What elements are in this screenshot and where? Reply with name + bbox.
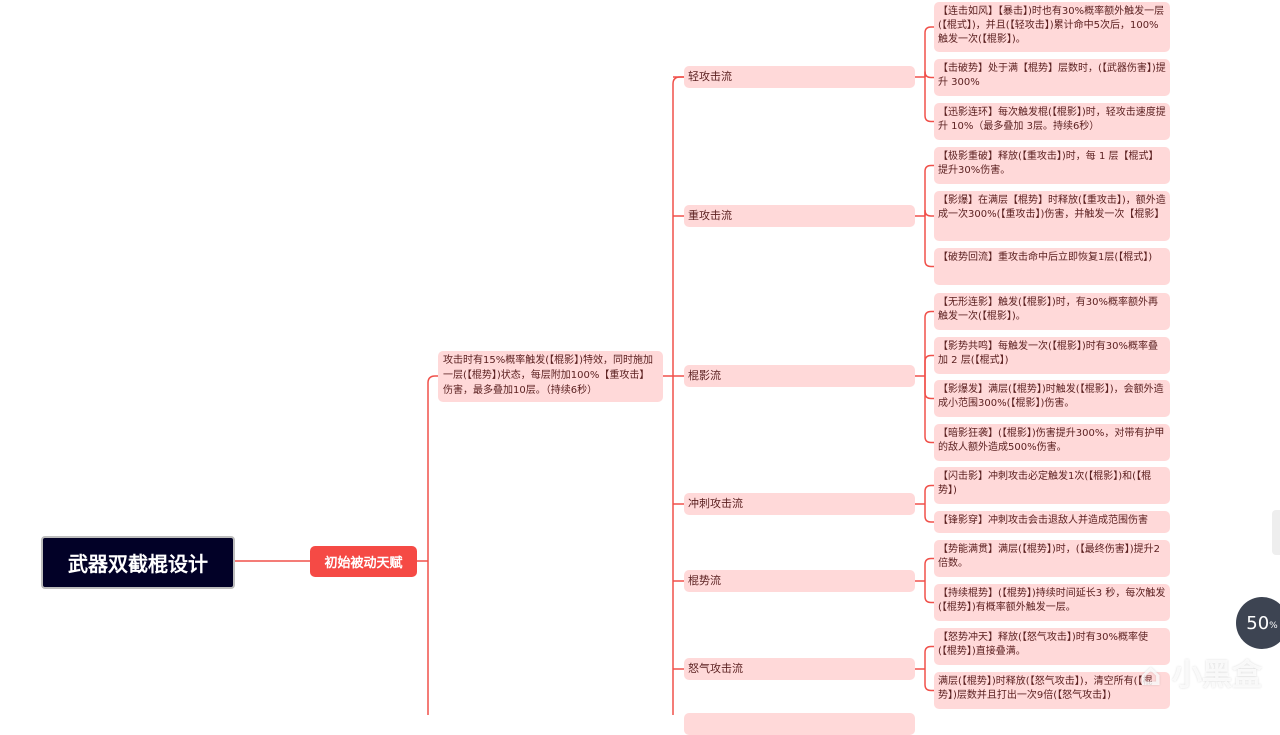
connector-line <box>924 71 934 79</box>
root-node[interactable]: 武器双截棍设计 <box>41 536 235 589</box>
leaf-node[interactable]: 【击破势】处于满【棍势】层数时，(【武器伤害】)提升 300% <box>934 59 1170 96</box>
branch-node[interactable]: 冲刺攻击流 <box>684 493 915 515</box>
connector-line <box>924 354 934 376</box>
connector-line <box>924 209 934 217</box>
leaf-node[interactable]: 【影爆发】满层(【棍势】)时触发(【棍影】)，会额外造成小范围300%(【棍影】… <box>934 380 1170 417</box>
connector-line <box>924 376 934 444</box>
branch-node[interactable]: 棍势流 <box>684 570 915 592</box>
connector-line <box>924 376 934 400</box>
connector-lines <box>235 26 934 715</box>
leaf-node[interactable]: 【迅影连环】每次触发棍(【棍影】)时，轻攻击速度提升 10%（最多叠加 3层。持… <box>934 103 1170 140</box>
zoom-indicator[interactable]: 50% <box>1236 597 1280 649</box>
branch-node[interactable]: 重攻击流 <box>684 205 915 227</box>
connector-line <box>924 310 934 376</box>
leaf-node[interactable]: 【暗影狂袭】(【棍影】)伤害提升300%，对带有护甲的敌人额外造成500%伤害。 <box>934 424 1170 461</box>
leaf-node[interactable]: 【影势共鸣】每触发一次(【棍影】)时有30%概率叠加 2 层(【棍式】) <box>934 337 1170 374</box>
leaf-node[interactable]: 满层(【棍势】)时释放(【怒气攻击】)，清空所有(【棍势】)层数并且打出一次9倍… <box>934 672 1170 709</box>
connector-line <box>672 76 684 715</box>
connector-line <box>924 581 934 604</box>
watermark-logo: ⌂ 小黑盒 <box>1140 658 1262 693</box>
connector-line <box>924 645 934 669</box>
connector-line <box>924 164 934 216</box>
leaf-node[interactable]: 【闪击影】冲刺攻击必定触发1次(【棍影】)和(【棍势】) <box>934 467 1170 504</box>
leaf-node[interactable]: 【无形连影】触发(【棍影】)时，有30%概率额外再触发一次(【棍影】)。 <box>934 293 1170 330</box>
side-scroll-handle[interactable] <box>1272 510 1280 555</box>
leaf-node[interactable]: 【锋影穿】冲刺攻击会击退敌人并造成范围伤害 <box>934 511 1170 533</box>
branch-node[interactable]: 轻攻击流 <box>684 66 915 88</box>
connector-line <box>427 375 438 715</box>
passive-talent-node[interactable]: 初始被动天赋 <box>310 546 417 577</box>
leaf-node[interactable]: 【连击如风】【暴击】)时也有30%概率额外触发一层(【棍式】)，并且(【轻攻击】… <box>934 2 1170 52</box>
connector-line <box>924 484 934 504</box>
talent-description-node[interactable]: 攻击时有15%概率触发(【棍影】)特效，同时施加一层(【棍势】)状态，每层附加1… <box>438 351 663 402</box>
leaf-node[interactable]: 【破势回流】重攻击命中后立即恢复1层(【棍式】) <box>934 248 1170 285</box>
branch-node[interactable]: 怒气攻击流 <box>684 658 915 680</box>
connector-line <box>924 216 934 268</box>
branch-node[interactable]: 棍影流 <box>684 365 915 387</box>
connector-line <box>924 77 934 123</box>
passive-talent-label: 初始被动天赋 <box>324 556 403 571</box>
leaf-node[interactable]: 【影爆】在满层【棍势】时释放(【重攻击】)，额外造成一次300%(【重攻击】)伤… <box>934 191 1170 241</box>
zoom-unit: % <box>1269 621 1278 631</box>
leaf-node[interactable]: 【持续棍势】(【棍势】)持续时间延长3 秒，每次触发(【棍势】)有概率额外触发一… <box>934 584 1170 621</box>
connector-line <box>924 26 934 77</box>
connector-line <box>924 557 934 581</box>
root-title: 武器双截棍设计 <box>68 552 208 576</box>
zoom-value: 50 <box>1246 612 1270 634</box>
leaf-node[interactable]: 【怒势冲天】释放(【怒气攻击】)时有30%概率使(【棍势】)直接叠满。 <box>934 628 1170 665</box>
leaf-node[interactable]: 【极影重破】释放(【重攻击】)时，每 1 层【棍式】提升30%伤害。 <box>934 147 1170 184</box>
branch-node-partial[interactable] <box>684 713 915 735</box>
connector-line <box>924 669 934 692</box>
connector-line <box>924 504 934 523</box>
leaf-node[interactable]: 【势能满贯】满层(【棍势】)时，(【最终伤害】)提升2倍数。 <box>934 540 1170 577</box>
